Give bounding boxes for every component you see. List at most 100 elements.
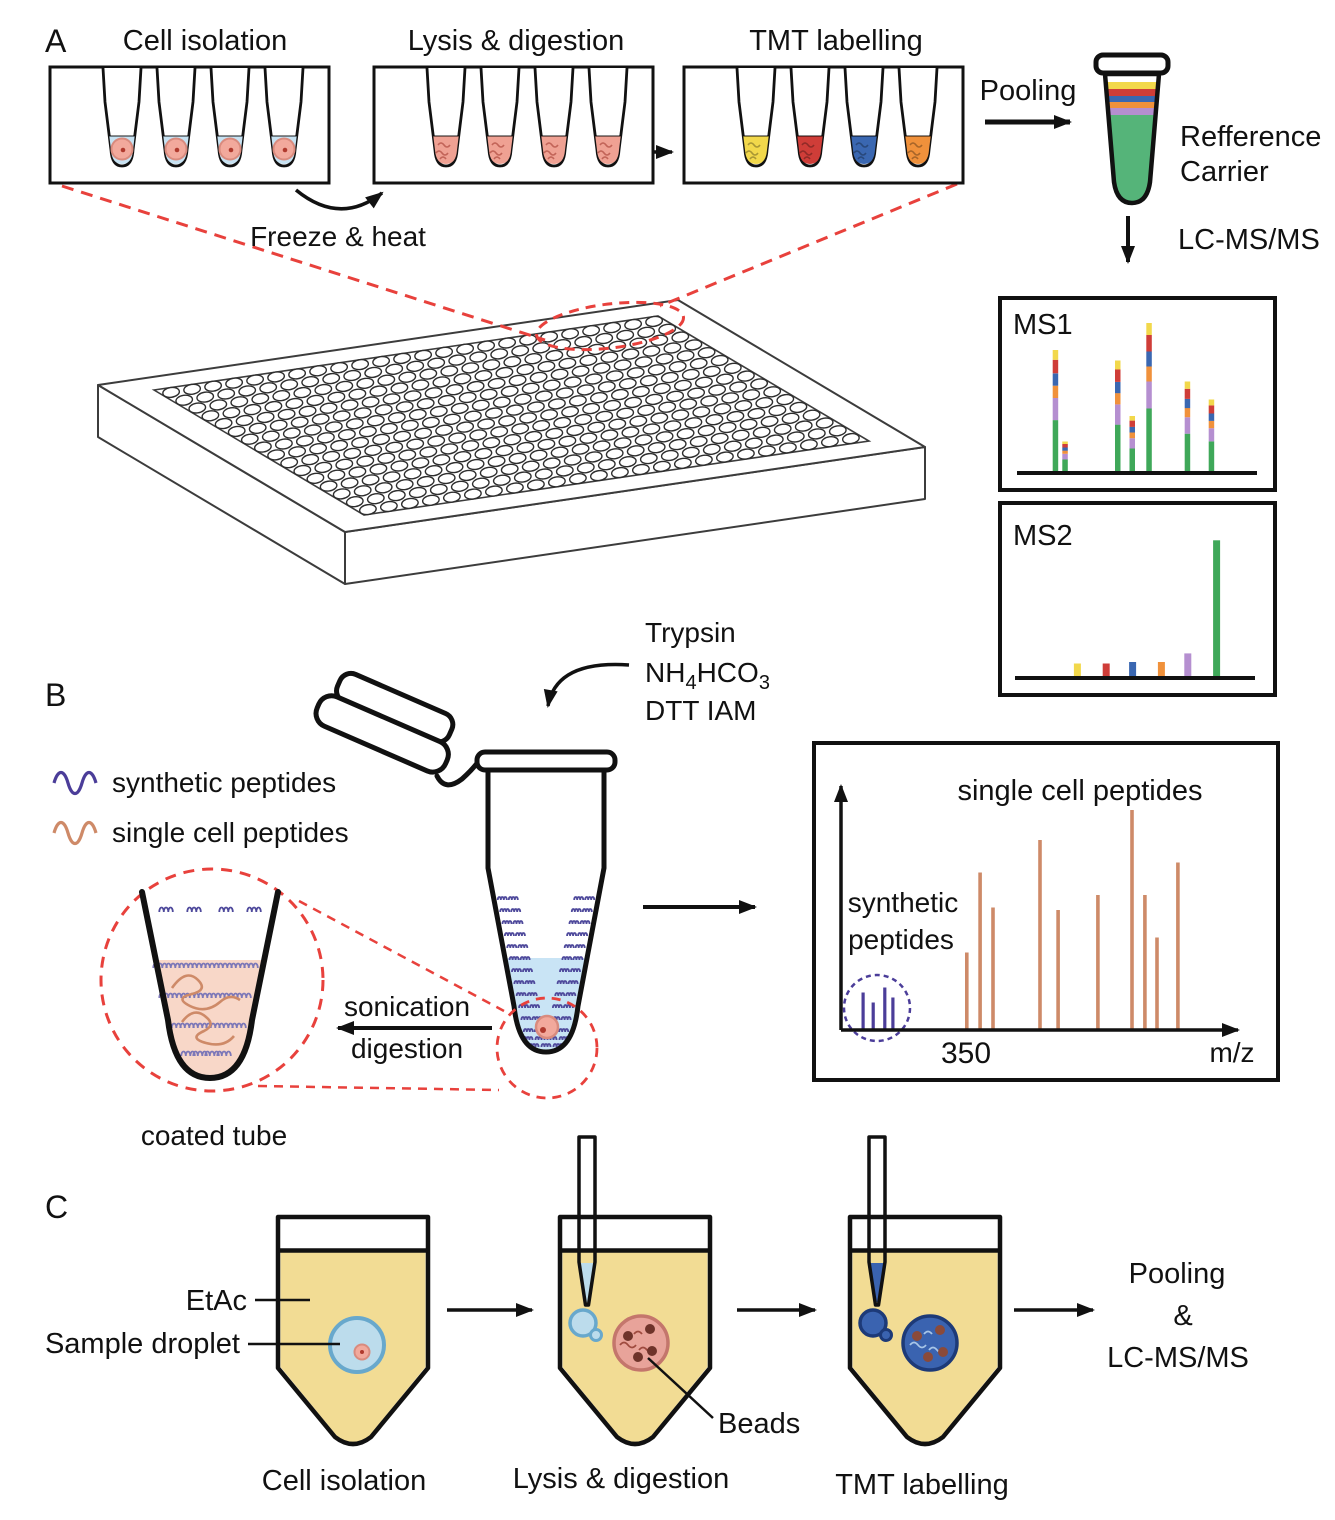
- plate-well: [330, 362, 349, 374]
- plate-well: [474, 370, 493, 382]
- plate-well: [697, 347, 716, 359]
- plate-well: [595, 410, 614, 423]
- peptide-coating-coil: [511, 968, 522, 973]
- plate-well: [639, 375, 658, 387]
- plate-well: [314, 383, 333, 396]
- plate-well: [424, 465, 443, 477]
- plate-well: [217, 388, 236, 400]
- etac-label: EtAc: [186, 1285, 247, 1317]
- plate-well: [600, 351, 619, 363]
- plate-well: [337, 429, 356, 441]
- plate-well: [621, 426, 640, 438]
- plate-well: [364, 366, 383, 379]
- plate-well: [747, 407, 766, 420]
- c-pooling-line1: Pooling: [1129, 1258, 1226, 1290]
- zoom-callout-line-right: [659, 182, 958, 308]
- single-cell-peptide-stick: [1130, 810, 1134, 1030]
- plate-well: [624, 318, 643, 331]
- pipette-2: [577, 1135, 597, 1307]
- peptide-coating-coil: [573, 896, 585, 901]
- plate-well: [322, 450, 341, 463]
- peptide-coating-coil: [236, 992, 252, 999]
- plate-well: [437, 394, 456, 407]
- plate-well: [723, 362, 742, 374]
- plate-well: [406, 438, 425, 450]
- peptide-coating-coil: [524, 980, 536, 985]
- b-tube-outline: [485, 770, 607, 1055]
- step-title-tmt-labelling: TMT labelling: [749, 25, 923, 57]
- plate-well: [458, 391, 477, 404]
- bead-4: [633, 1352, 643, 1362]
- peptide-coating-coil: [512, 920, 524, 925]
- plate-well: [327, 469, 346, 481]
- ms1-bar-segment-reference: [1208, 428, 1215, 442]
- plate-well: [718, 421, 737, 434]
- synthetic-annotation-line2: peptides: [848, 924, 954, 955]
- step-title-cell-isolation: Cell isolation: [123, 25, 287, 57]
- lysate-squiggles: [597, 142, 613, 160]
- ms1-bar-segment-carrier: [1115, 424, 1121, 473]
- c-tube-lysis-digestion: [557, 1135, 713, 1447]
- legend-single-cell-peptides: single cell peptides: [112, 817, 349, 848]
- synthetic-peptide-stick: [861, 992, 865, 1030]
- synthetic-annotation-line1: synthetic: [848, 887, 959, 918]
- plate-well: [379, 500, 398, 513]
- b-tube-cell: [534, 1014, 560, 1040]
- single-cell-peptide-tangle-1: [170, 974, 241, 1011]
- peptide-coating-coil: [552, 1004, 563, 1009]
- plate-well: [303, 424, 322, 436]
- plate-well: [183, 383, 202, 395]
- tube-strip-2: [682, 65, 965, 185]
- plate-well: [225, 377, 244, 389]
- x-tick-350: 350: [941, 1037, 991, 1070]
- peptide-coating-coil: [558, 1028, 570, 1033]
- plate-well: [440, 443, 459, 455]
- plate-well: [768, 404, 787, 417]
- plate-well: [773, 423, 792, 435]
- single-cell-peptide-stick: [965, 952, 969, 1030]
- plate-well: [358, 425, 377, 438]
- ms2-bar: [1102, 663, 1110, 678]
- ms1-bar-segment-reference: [1115, 404, 1121, 425]
- synthetic-peptide-stick: [871, 1002, 875, 1030]
- plate-well: [534, 390, 553, 402]
- plate-well: [335, 380, 354, 393]
- plate-well: [736, 448, 755, 460]
- plate-well: [277, 408, 296, 421]
- pooled-sample-tube: [1093, 52, 1171, 206]
- plate-well: [280, 379, 299, 391]
- plate-well: [261, 430, 280, 442]
- plate-well: [731, 429, 750, 441]
- plate-well: [558, 357, 577, 370]
- plate-well: [322, 372, 341, 385]
- plate-well: [382, 471, 401, 483]
- plate-well: [532, 420, 551, 432]
- plate-well: [781, 412, 800, 424]
- plate-well: [477, 340, 496, 352]
- peptide-coating-coil: [223, 992, 239, 999]
- peptide-coating-coil: [566, 932, 577, 937]
- plate-well: [406, 360, 425, 372]
- ms1-bar-segment-tmt-blue: [1184, 398, 1191, 409]
- strip-tube-liquid: [905, 136, 931, 164]
- plate-well: [668, 361, 687, 373]
- plate-well: [280, 457, 299, 469]
- plate-well: [351, 436, 370, 449]
- pooled-layer-tmt-red: [1105, 89, 1159, 96]
- plate-well: [264, 400, 283, 413]
- well-plate-384: [97, 299, 926, 585]
- plate-well: [298, 405, 317, 417]
- plate-well: [592, 362, 611, 374]
- peptide-coating-coil: [197, 992, 213, 999]
- peptide-coating-coil: [522, 968, 533, 973]
- plate-well: [616, 407, 635, 419]
- plate-well: [345, 496, 364, 508]
- plate-well: [757, 445, 776, 457]
- plate-well: [820, 436, 839, 448]
- ms1-bar-segment-tmt-red: [1115, 369, 1121, 382]
- strip-tube-liquid: [743, 136, 769, 164]
- plate-well: [385, 363, 404, 375]
- ms1-bar-segment-reference: [1129, 438, 1135, 449]
- plate-well: [550, 446, 569, 458]
- strip-frame: [48, 65, 331, 185]
